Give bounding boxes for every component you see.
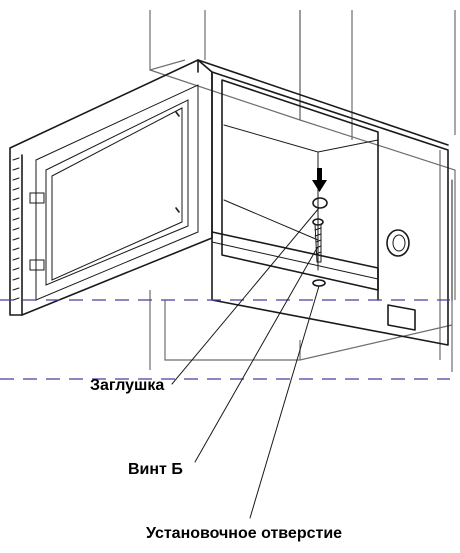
plug-and-screw — [312, 168, 328, 287]
label-screw: Винт Б — [128, 461, 183, 478]
leader-lines — [171, 207, 320, 519]
leader-mounting-hole — [249, 285, 320, 519]
microwave-door — [9, 59, 213, 316]
plug — [312, 197, 328, 209]
label-mounting-hole: Установочное отверстие — [146, 525, 342, 542]
screw — [312, 218, 324, 263]
mounting-hole — [312, 279, 326, 287]
guide-lines — [0, 299, 450, 380]
door-edge-vents — [12, 157, 20, 301]
label-plug: Заглушка — [90, 377, 164, 394]
cabinet-outline — [149, 10, 456, 372]
arrow-down-icon — [312, 168, 327, 192]
microwave-body — [197, 59, 453, 346]
leader-plug — [171, 207, 320, 385]
leader-screw — [194, 247, 318, 463]
